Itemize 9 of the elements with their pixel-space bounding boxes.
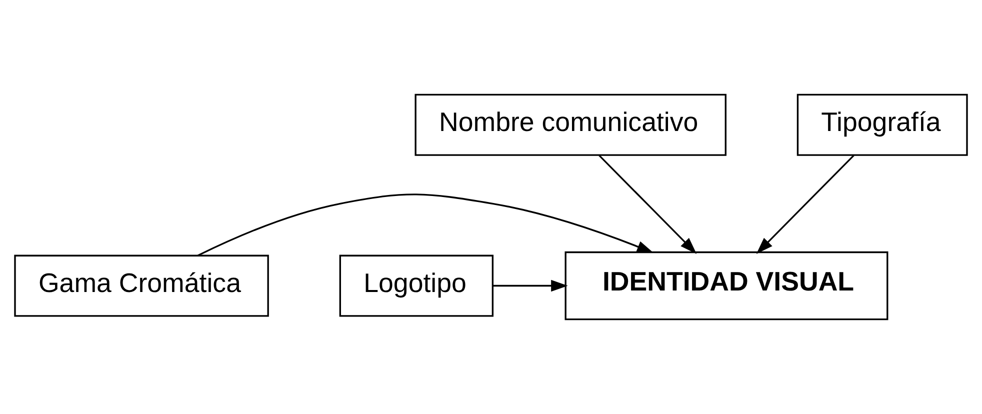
arrow	[598, 154, 697, 254]
arrow	[198, 194, 654, 256]
arrow	[492, 280, 568, 292]
node-box: Gama Cromática	[14, 254, 269, 317]
arrow	[756, 154, 854, 254]
node-box: Logotipo	[339, 254, 494, 317]
node-box: Nombre comunicativo	[414, 94, 726, 156]
node-box: Tipografía	[796, 94, 968, 156]
node-box: IDENTIDAD VISUAL	[564, 251, 888, 320]
